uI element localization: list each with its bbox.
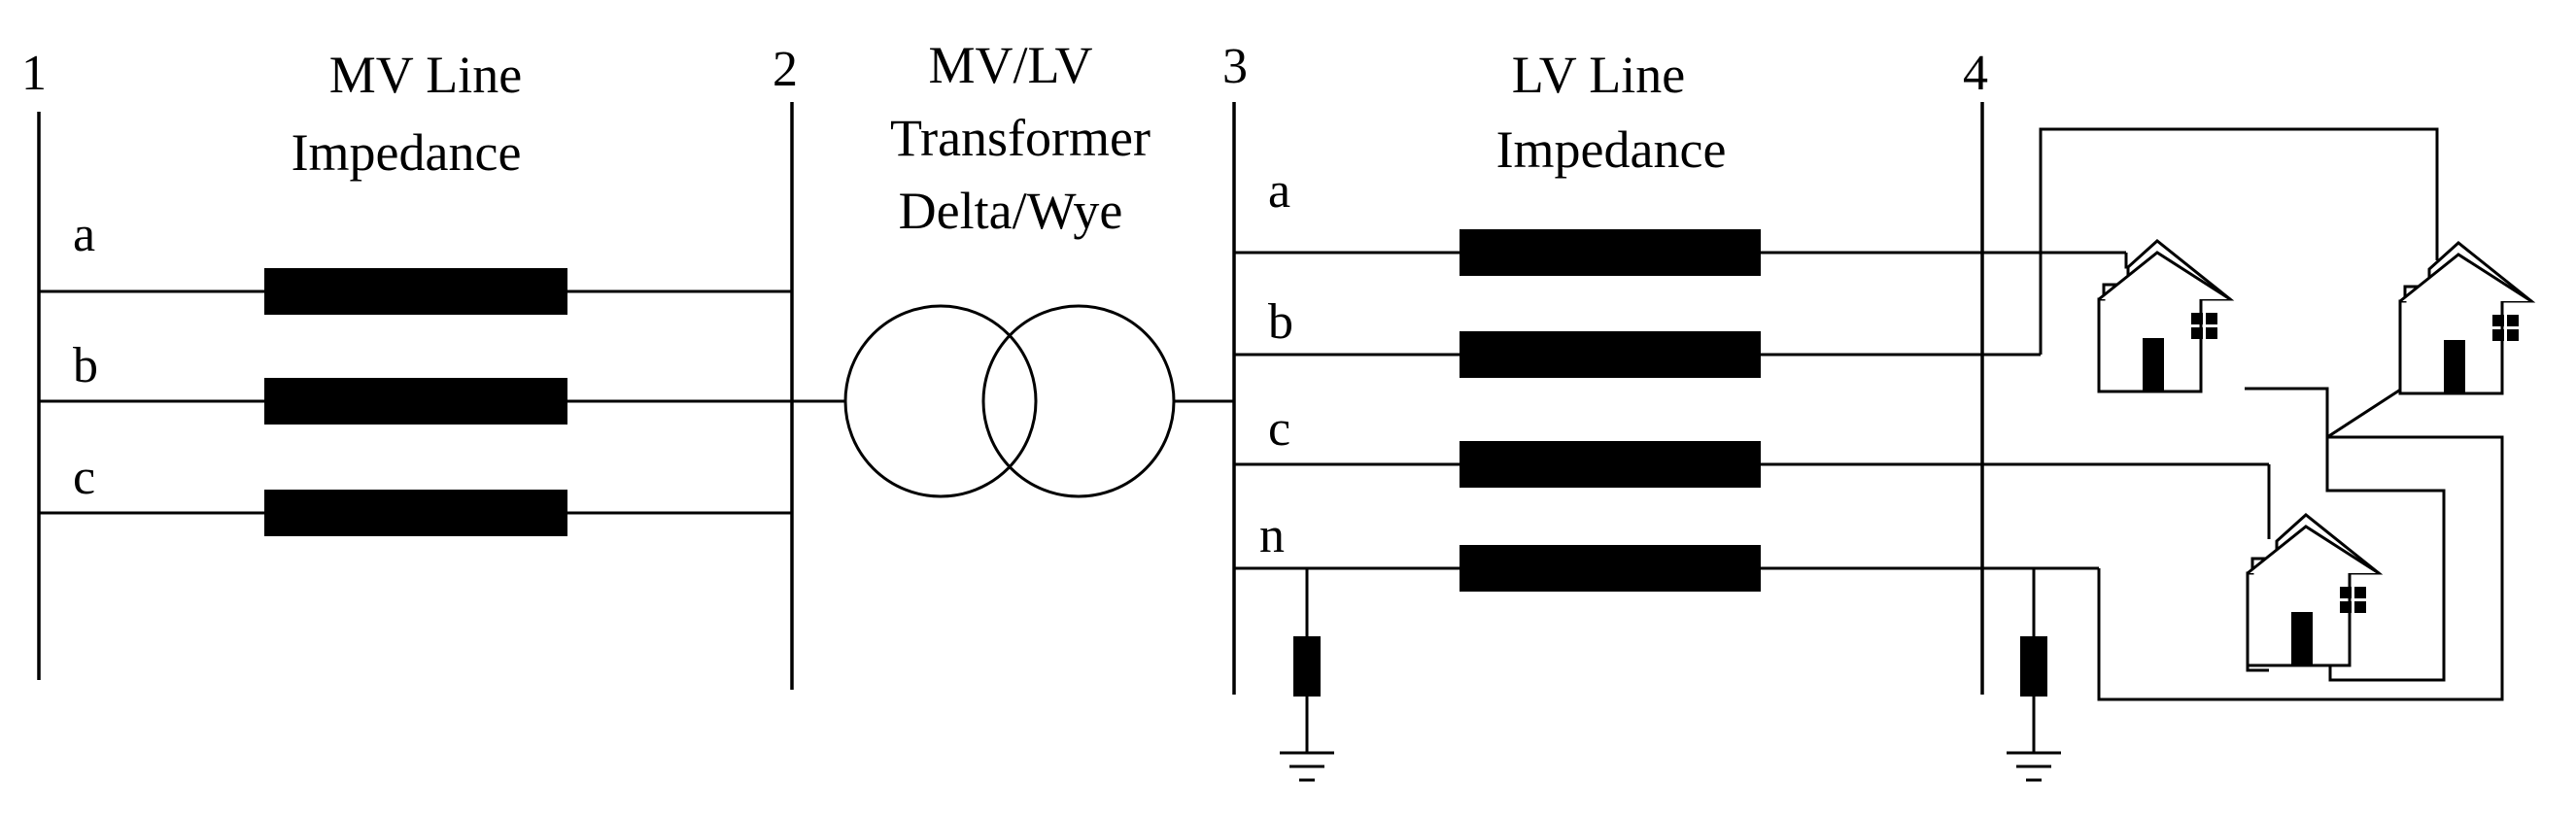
transformer-title-line2: Transformer bbox=[890, 109, 1151, 167]
lv-phase-b: b bbox=[1234, 127, 2439, 378]
lv-impedance-b bbox=[1460, 331, 1761, 378]
ground-icon bbox=[1280, 751, 1334, 782]
lv-neutral: n bbox=[1234, 387, 2504, 701]
transformer-primary-winding bbox=[843, 304, 1038, 498]
house-3-return bbox=[2246, 665, 2269, 672]
lv-phase-c-label: c bbox=[1268, 401, 1290, 457]
lv-phase-a-label: a bbox=[1268, 163, 1290, 219]
transformer-title-line3: Delta/Wye bbox=[899, 182, 1123, 240]
grounding-impedance-3 bbox=[1293, 636, 1321, 697]
lv-impedance-a bbox=[1460, 229, 1761, 276]
mv-phase-a-label: a bbox=[73, 207, 95, 262]
house-icon bbox=[2398, 241, 2536, 395]
house-icon bbox=[2097, 239, 2235, 393]
bus-2-label: 2 bbox=[773, 42, 798, 97]
mv-impedance-b bbox=[264, 378, 567, 425]
lv-phase-a: a bbox=[1234, 163, 2143, 276]
mv-phase-c: c bbox=[39, 450, 792, 536]
mv-line-title: MV Line Impedance bbox=[292, 46, 523, 182]
transformer-title: MV/LV Transformer Delta/Wye bbox=[890, 36, 1151, 240]
lv-neutral-label: n bbox=[1259, 508, 1285, 563]
mv-phase-b-label: b bbox=[73, 338, 98, 393]
bus-4-label: 4 bbox=[1963, 46, 1988, 101]
grounding-impedance-4 bbox=[2020, 636, 2047, 697]
lv-phase-c: c bbox=[1234, 401, 2271, 539]
house-icon bbox=[2246, 513, 2384, 667]
transformer-symbol bbox=[792, 304, 1234, 498]
lv-line-title-line1: LV Line bbox=[1512, 46, 1686, 104]
lv-impedance-c bbox=[1460, 441, 1761, 488]
lv-impedance-n bbox=[1460, 545, 1761, 592]
ground-bus-3 bbox=[1280, 568, 1334, 782]
mv-line-title-line1: MV Line bbox=[329, 46, 523, 104]
mv-impedance-a bbox=[264, 268, 567, 315]
mv-line-title-line2: Impedance bbox=[292, 123, 522, 182]
mv-phase-a: a bbox=[39, 207, 792, 315]
bus-3-label: 3 bbox=[1222, 39, 1248, 94]
house-3-feed bbox=[2325, 437, 2446, 682]
ground-bus-4 bbox=[2007, 568, 2061, 782]
bus-1-label: 1 bbox=[21, 46, 47, 101]
mv-impedance-c bbox=[264, 490, 567, 536]
transformer-secondary-winding bbox=[981, 304, 1176, 498]
mv-phase-c-label: c bbox=[73, 450, 95, 505]
lv-line-title: LV Line Impedance bbox=[1496, 46, 1727, 179]
ground-icon bbox=[2007, 751, 2061, 782]
lv-line-title-line2: Impedance bbox=[1496, 120, 1727, 179]
mv-phase-b: b bbox=[39, 338, 792, 425]
transformer-title-line1: MV/LV bbox=[928, 36, 1092, 94]
lv-phase-b-label: b bbox=[1268, 294, 1293, 350]
